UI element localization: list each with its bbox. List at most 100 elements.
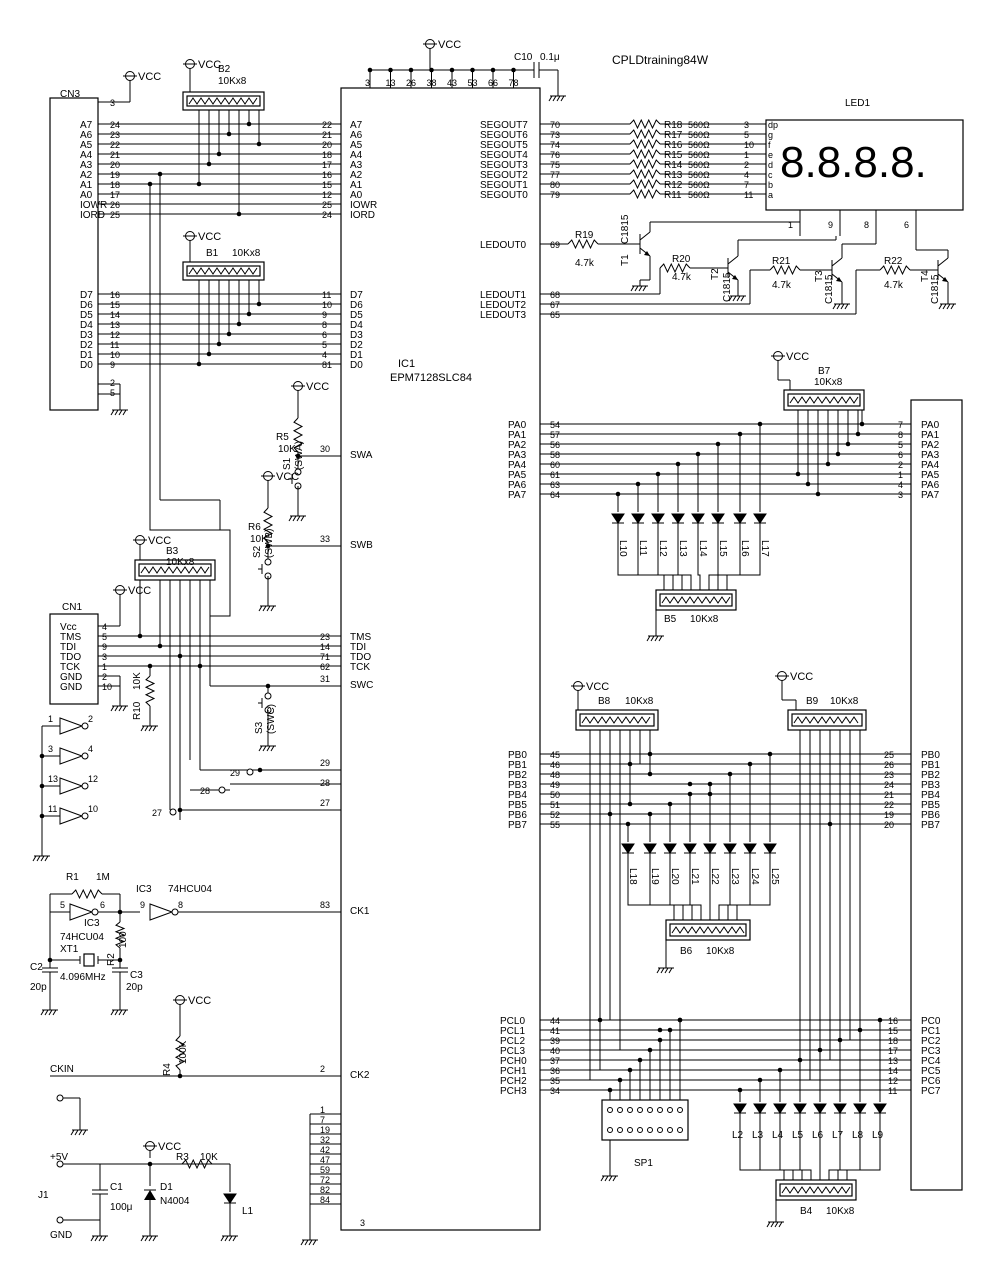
ic1-signal: TCK bbox=[350, 662, 370, 673]
ic1-pin: 21 bbox=[322, 130, 332, 140]
switch-name: (SWA) bbox=[294, 441, 305, 470]
ground-icon bbox=[740, 295, 745, 302]
led-ref: L2 bbox=[732, 1130, 744, 1141]
junction-dot bbox=[246, 311, 252, 317]
resistor-icon bbox=[629, 158, 661, 170]
b1-value: 10Kx8 bbox=[232, 248, 261, 259]
wire bbox=[649, 890, 684, 920]
cn1-body bbox=[49, 613, 99, 705]
led-icon bbox=[773, 1103, 787, 1114]
ic3-ref: IC3 bbox=[136, 884, 152, 895]
cn3-pin: 19 bbox=[110, 170, 120, 180]
led-ref: L20 bbox=[669, 868, 680, 885]
ground-icon bbox=[52, 1009, 57, 1016]
ic1-pin: 32 bbox=[320, 1135, 330, 1145]
b1-ref: B1 bbox=[206, 248, 219, 259]
led-ref: L3 bbox=[752, 1130, 764, 1141]
b8-value: 10Kx8 bbox=[625, 696, 654, 707]
cn3-pin: 24 bbox=[110, 120, 120, 130]
ic1-pin: 10 bbox=[322, 300, 332, 310]
inverter-icon bbox=[59, 747, 84, 765]
segment-resistor-value: 560Ω bbox=[688, 120, 710, 130]
cn3-pin: 13 bbox=[110, 320, 120, 330]
junction-dot bbox=[835, 451, 841, 457]
cn3-signal: IORD bbox=[80, 210, 105, 221]
junction-dot bbox=[837, 1037, 843, 1043]
resistor-icon bbox=[629, 128, 661, 140]
inverter-bubble-icon bbox=[81, 722, 89, 730]
junction-dot bbox=[511, 67, 516, 73]
ground-icon bbox=[148, 725, 153, 732]
wire bbox=[718, 890, 731, 920]
ground-icon bbox=[74, 1129, 79, 1136]
ic1-signal: PB2 bbox=[508, 770, 527, 781]
cn2-signal: PA7 bbox=[921, 490, 940, 501]
resistor-network-icon bbox=[581, 716, 651, 724]
ic1-pin: 13 bbox=[386, 78, 396, 88]
resistor-icon bbox=[567, 238, 599, 250]
ic1-signal: A2 bbox=[350, 170, 363, 181]
vcc-icon bbox=[571, 681, 585, 691]
ic1-signal: PCH2 bbox=[500, 1076, 527, 1087]
ic1-pin: 60 bbox=[550, 460, 560, 470]
junction-dot bbox=[157, 643, 163, 649]
led-ref: L7 bbox=[832, 1130, 844, 1141]
transistor-icon bbox=[727, 255, 739, 265]
inverter-pin: 13 bbox=[48, 774, 58, 784]
cn3-pin: 15 bbox=[110, 300, 120, 310]
ic1-signal: PA2 bbox=[508, 440, 527, 451]
transistor-arrow-icon bbox=[942, 277, 948, 282]
ledout-resistor-value: 4.7k bbox=[772, 280, 792, 291]
b7-value: 10Kx8 bbox=[814, 377, 843, 388]
transistor-ref: T4 bbox=[920, 270, 931, 282]
led-ref: L18 bbox=[627, 868, 638, 885]
ledout-signal: LEDOUT2 bbox=[480, 300, 527, 311]
ic1-pin: 46 bbox=[550, 760, 560, 770]
ic1-pin: 41 bbox=[550, 1026, 560, 1036]
ic1-signal: D5 bbox=[350, 310, 363, 321]
wire bbox=[799, 1160, 812, 1180]
ground-icon bbox=[48, 1009, 53, 1016]
led1-pin: 1 bbox=[788, 220, 793, 230]
cn2-pin: 8 bbox=[898, 430, 903, 440]
segment-resistor-value: 560Ω bbox=[688, 160, 710, 170]
switch-ref: S3 bbox=[254, 721, 265, 734]
ic1-pin: 76 bbox=[550, 150, 560, 160]
ground-icon bbox=[664, 967, 669, 974]
cn2-pin: 14 bbox=[888, 1066, 898, 1076]
vcc-icon bbox=[771, 351, 785, 361]
terminal-label: 28 bbox=[200, 786, 210, 796]
cn2-pin: 26 bbox=[884, 760, 894, 770]
ic1-signal: SWC bbox=[350, 680, 373, 691]
ic1-signal: D4 bbox=[350, 320, 363, 331]
ic1-pin: 52 bbox=[550, 810, 560, 820]
switch-resistor-ref: R6 bbox=[248, 522, 261, 533]
ground-icon bbox=[300, 515, 305, 522]
junction-dot bbox=[635, 481, 641, 487]
resistor-icon bbox=[769, 264, 801, 276]
ground-icon bbox=[832, 303, 837, 310]
junction-dot bbox=[707, 781, 713, 787]
led-ref: L15 bbox=[717, 540, 728, 557]
cn1-signal: Vcc bbox=[60, 622, 77, 633]
terminal bbox=[294, 468, 302, 476]
resistor-icon bbox=[629, 118, 661, 130]
terminal-label: 27 bbox=[152, 808, 162, 818]
transistor-part: C1815 bbox=[930, 274, 941, 304]
cn3-pin: 25 bbox=[110, 210, 120, 220]
ic1-pin: 47 bbox=[320, 1155, 330, 1165]
ground-icon bbox=[266, 605, 271, 612]
b9-value: 10Kx8 bbox=[830, 696, 859, 707]
ic1-pin: 54 bbox=[550, 420, 560, 430]
resistor-icon bbox=[71, 888, 103, 900]
cn3-pin: 18 bbox=[110, 180, 120, 190]
led-icon bbox=[733, 513, 747, 524]
junction-dot bbox=[137, 633, 143, 639]
ic1-signal: A7 bbox=[350, 120, 363, 131]
r4-ref: R4 bbox=[162, 1063, 173, 1076]
cn1-signal: TDI bbox=[60, 642, 76, 653]
led-icon bbox=[683, 843, 697, 854]
ground-icon bbox=[560, 95, 565, 102]
ledout-resistor-value: 4.7k bbox=[575, 258, 595, 269]
ground-icon bbox=[612, 1175, 617, 1182]
